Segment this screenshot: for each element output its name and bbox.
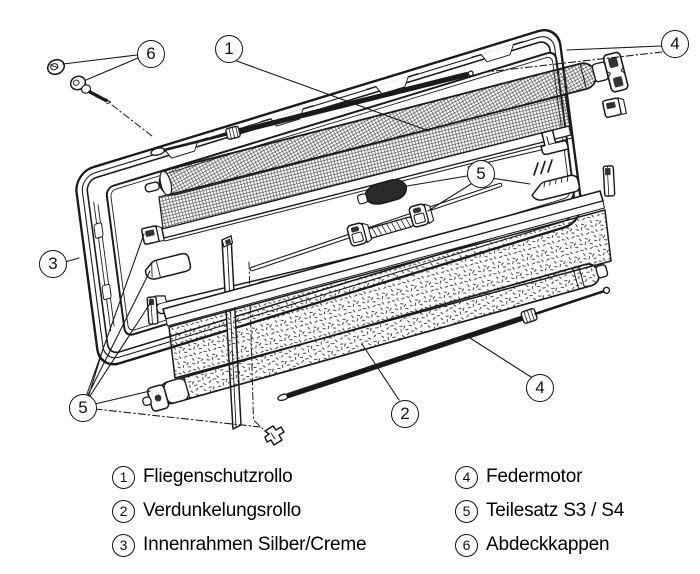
legend-item-verdunkelungsrollo: 2 Verdunkelungsrollo bbox=[112, 499, 366, 523]
legend-label-5: Teilesatz S3 / S4 bbox=[486, 500, 625, 521]
legend-label-6: Abdeckkappen bbox=[486, 534, 610, 555]
callout-6: 6 bbox=[137, 40, 165, 68]
corner-bracket-top-right bbox=[602, 97, 627, 118]
callout-5-left: 5 bbox=[69, 394, 97, 422]
spring-rod-bottom bbox=[277, 286, 611, 402]
legend-label-3: Innenrahmen Silber/Creme bbox=[143, 534, 367, 555]
legend-label-1: Fliegenschutzrollo bbox=[143, 466, 293, 487]
clip-cube bbox=[140, 225, 165, 245]
corner-bracket-right bbox=[540, 129, 570, 156]
callout-1: 1 bbox=[215, 35, 243, 63]
rib-marks bbox=[533, 159, 553, 176]
strip-alignment-line bbox=[248, 261, 264, 430]
legend-number-2: 2 bbox=[112, 499, 135, 523]
callout-4-bottom: 4 bbox=[526, 374, 554, 402]
legend-item-innenrahmen: 3 Innenrahmen Silber/Creme bbox=[112, 533, 367, 557]
slider-clip-b bbox=[408, 203, 435, 228]
clip-vertical-right bbox=[602, 165, 616, 197]
leader-lines bbox=[62, 45, 663, 428]
legend-number-5: 5 bbox=[455, 499, 478, 523]
slider-clip-a bbox=[346, 222, 373, 247]
legend-number-3: 3 bbox=[112, 533, 135, 557]
mounting-clip bbox=[264, 425, 285, 446]
end-cap-wedge bbox=[144, 252, 192, 280]
cover-cap bbox=[46, 58, 66, 76]
spring-motor-plate bbox=[602, 51, 629, 93]
callout-5-right: 5 bbox=[467, 160, 495, 188]
legend-number-1: 1 bbox=[112, 465, 135, 489]
grip-handle bbox=[356, 176, 409, 208]
screw bbox=[69, 75, 112, 105]
tube-end-plate bbox=[142, 384, 170, 412]
blackout-blind-rail bbox=[162, 190, 605, 327]
blackout-blind-tube bbox=[142, 263, 609, 412]
flyscreen-mesh bbox=[158, 94, 571, 230]
clip-vertical-left bbox=[146, 296, 159, 325]
legend-label-4: Federmotor bbox=[486, 466, 583, 487]
screw-alignment-line bbox=[111, 104, 153, 137]
legend-number-4: 4 bbox=[455, 465, 478, 489]
callout-4-top: 4 bbox=[661, 30, 689, 58]
legend-left-column: 1 Fliegenschutzrollo 2 Verdunkelungsroll… bbox=[112, 465, 367, 567]
spring-rod-top bbox=[150, 70, 474, 156]
frame-notch bbox=[470, 40, 524, 63]
blackout-blind-fabric bbox=[168, 209, 612, 379]
legend-item-teilesatz: 5 Teilesatz S3 / S4 bbox=[455, 499, 624, 523]
callout-3: 3 bbox=[39, 250, 67, 278]
legend-label-2: Verdunkelungsrollo bbox=[143, 500, 302, 521]
legend-item-abdeckkappen: 6 Abdeckkappen bbox=[455, 533, 624, 557]
legend-item-federmotor: 4 Federmotor bbox=[455, 465, 624, 489]
ribbed-end-cap-right bbox=[531, 174, 581, 201]
legend-item-fliegenschutzrollo: 1 Fliegenschutzrollo bbox=[112, 465, 366, 489]
legend-right-column: 4 Federmotor 5 Teilesatz S3 / S4 6 Abdec… bbox=[455, 465, 624, 567]
callout-2: 2 bbox=[391, 400, 419, 428]
legend-number-6: 6 bbox=[455, 533, 478, 557]
